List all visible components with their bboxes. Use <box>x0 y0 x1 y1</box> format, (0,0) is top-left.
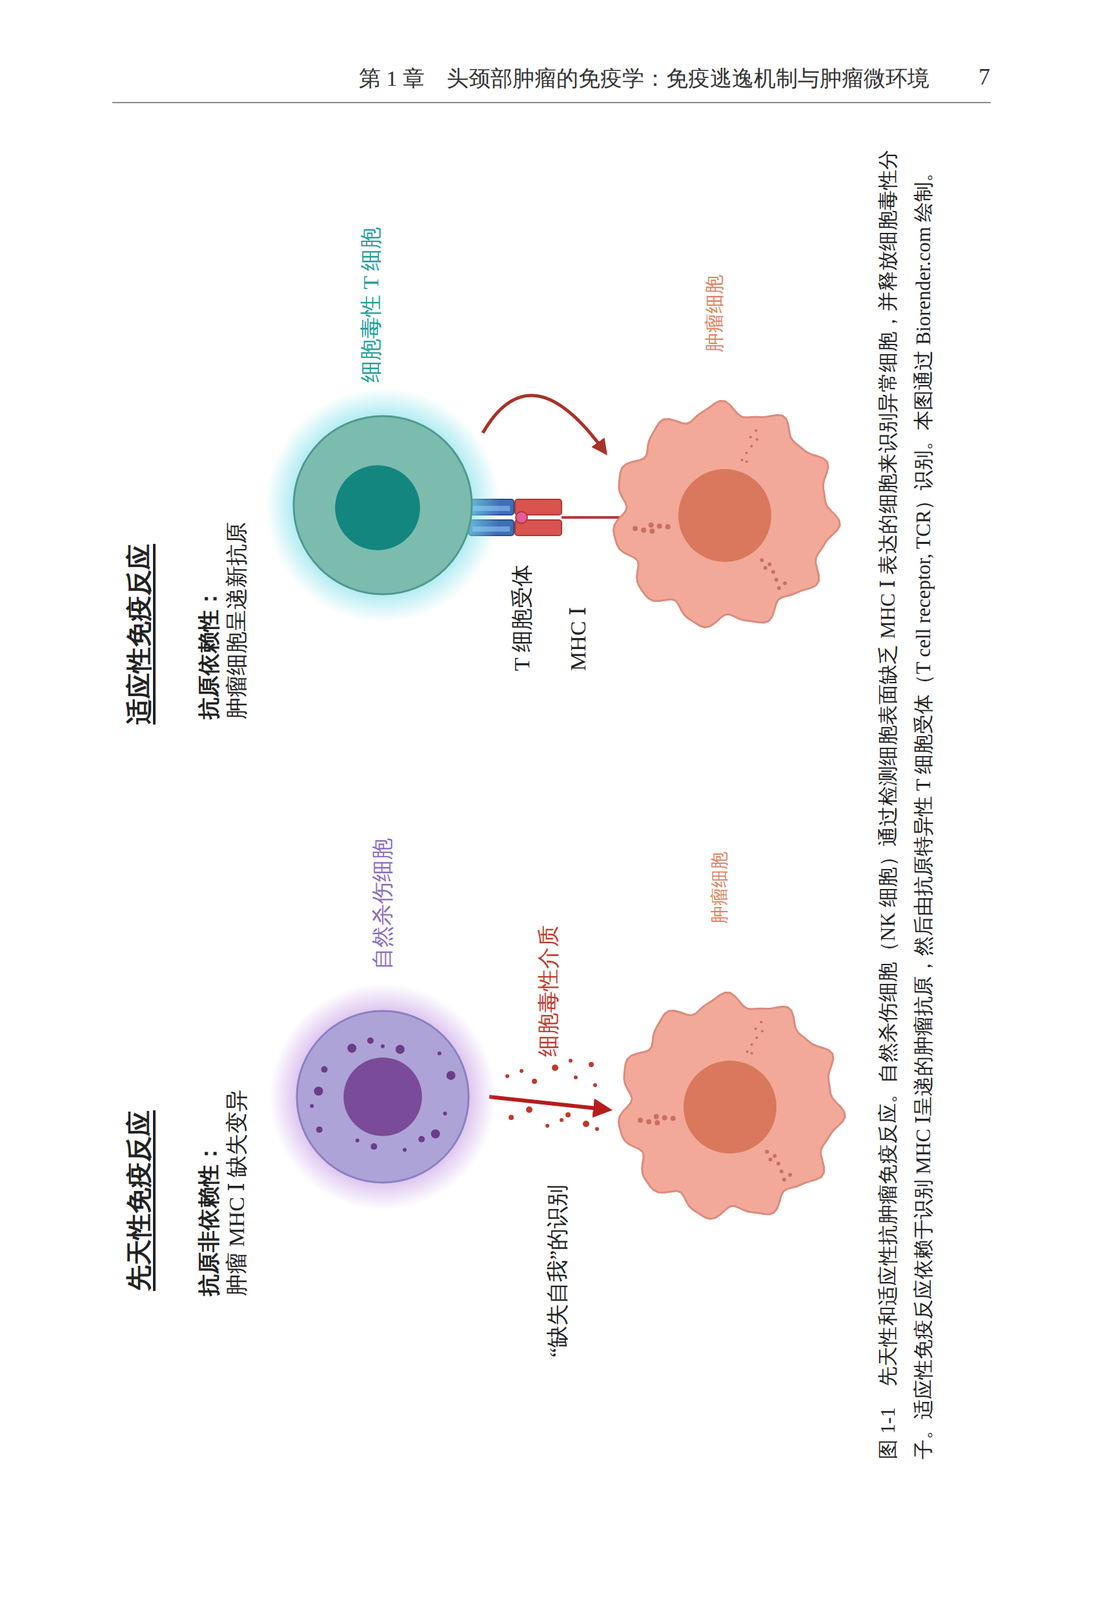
cell-dot <box>649 528 655 534</box>
cell-dot <box>632 526 638 532</box>
figure-label: T 细胞受体 <box>509 564 536 672</box>
cell-outline <box>613 991 847 1224</box>
cell-outline <box>608 399 842 632</box>
cell-dot <box>754 1028 758 1031</box>
cell-membrane <box>293 416 472 595</box>
cell-dot <box>755 1036 758 1040</box>
cell-dot <box>646 1119 652 1126</box>
cell-dot <box>774 578 779 583</box>
cytotoxic-particles <box>505 1059 599 1132</box>
figure-label: 肿瘤细胞呈递新抗原 <box>223 522 251 720</box>
figure-label: 抗原非依赖性： <box>196 1143 223 1297</box>
cell-nucleus <box>683 1061 777 1155</box>
running-header: 7 <box>978 63 991 92</box>
figure-label: 适应性免疫反应 <box>123 544 155 725</box>
running-header: 第 1 章 头颈部肿瘤的免疫学：免疫逃逸机制与肿瘤微环境 <box>358 65 930 93</box>
figure-label: 先天性免疫反应 <box>123 1110 155 1292</box>
cell-dot <box>782 1178 787 1183</box>
t-cell: 细胞毒性 T 细胞 <box>292 415 474 596</box>
granule <box>316 1126 323 1134</box>
cell-dot <box>764 1150 769 1155</box>
cell-dot <box>759 558 764 563</box>
cell-outline <box>295 1010 470 1185</box>
granule <box>402 1148 407 1153</box>
granule <box>370 1143 377 1151</box>
cell-dot <box>749 436 752 439</box>
cell-dot <box>640 527 647 534</box>
granule <box>313 1086 323 1096</box>
cell-membrane <box>296 1011 469 1184</box>
figure-label: 抗原依赖性： <box>196 587 223 720</box>
granule <box>355 1139 360 1144</box>
figure-caption: 图 1-1 先天性和适应性抗肿瘤免疫反应。自然杀伤细胞（NK 细胞）通过检测细胞… <box>870 149 942 1460</box>
cell-dot <box>750 444 753 448</box>
figure-label: “缺失自我”的识别 <box>544 1185 572 1359</box>
granule <box>418 1136 425 1144</box>
cell-nucleus <box>334 465 421 551</box>
figure-label: MHC Ⅰ <box>565 607 592 672</box>
cell-dot <box>745 460 749 464</box>
cell-dot <box>760 1030 764 1033</box>
cell-dot <box>771 570 776 575</box>
granule <box>347 1044 357 1054</box>
cell-dot <box>648 522 654 528</box>
granule <box>442 1112 447 1116</box>
cell-dot <box>740 458 744 462</box>
header-rule <box>112 101 991 104</box>
granule <box>380 1044 385 1049</box>
granule <box>446 1071 456 1081</box>
cell-dot <box>759 1021 763 1024</box>
cell-dot <box>782 581 787 586</box>
cell-glow <box>265 387 501 623</box>
cell-dot <box>754 429 758 432</box>
cell-label: 细胞毒性 T 细胞 <box>358 227 385 383</box>
figure-frame: 先天性免疫反应 抗原非依赖性：肿瘤 MHC Ⅰ 缺失变异 “缺失自我”的识别 适应性免… <box>116 129 1007 1472</box>
edge-label: 细胞毒性介质 <box>535 925 563 1058</box>
figure-label: 肿瘤 MHC Ⅰ 缺失变异 <box>223 1090 251 1297</box>
cell-dot <box>745 451 749 455</box>
cell-dot <box>788 1173 792 1178</box>
cell-nucleus <box>343 1057 423 1137</box>
curved-arrow <box>482 395 606 454</box>
cell-dot <box>670 1115 676 1122</box>
cell-dot <box>776 1162 781 1167</box>
cell-nucleus <box>678 469 772 563</box>
cell-dot <box>657 524 663 530</box>
cell-dot <box>746 1050 749 1054</box>
granule <box>321 1066 328 1074</box>
granule <box>309 1104 314 1109</box>
tumor-cell: 肿瘤细胞 <box>613 991 847 1224</box>
cell-dot <box>755 438 759 441</box>
cell-glow <box>269 984 497 1211</box>
nk-cell: 自然杀伤细胞 <box>295 1010 470 1185</box>
cell-dot <box>772 1154 777 1159</box>
cell-dot <box>665 524 671 530</box>
tumor-cell: 肿瘤细胞 <box>608 399 842 632</box>
cell-dot <box>768 1157 773 1162</box>
cell-dot <box>750 1052 754 1056</box>
cell-dot <box>653 1114 659 1120</box>
granule <box>367 1037 374 1045</box>
cell-dot <box>662 1115 668 1122</box>
cell-membrane <box>613 400 841 628</box>
cell-membrane <box>618 992 846 1220</box>
cell-dot <box>750 1043 754 1047</box>
cell-dot <box>637 1117 643 1124</box>
cell-label: 肿瘤细胞 <box>708 851 731 925</box>
release-arrow <box>489 1097 609 1111</box>
cell-outline <box>292 415 474 596</box>
cell-label: 自然杀伤细胞 <box>369 838 397 971</box>
cell-dot <box>777 586 781 591</box>
cell-dot <box>654 1120 660 1126</box>
granule <box>395 1044 405 1055</box>
granule <box>431 1129 441 1139</box>
granule <box>437 1052 442 1056</box>
cell-dot <box>763 566 768 570</box>
cell-label: 肿瘤细胞 <box>702 274 727 353</box>
cell-dot <box>779 1170 784 1175</box>
cell-dot <box>767 562 772 567</box>
